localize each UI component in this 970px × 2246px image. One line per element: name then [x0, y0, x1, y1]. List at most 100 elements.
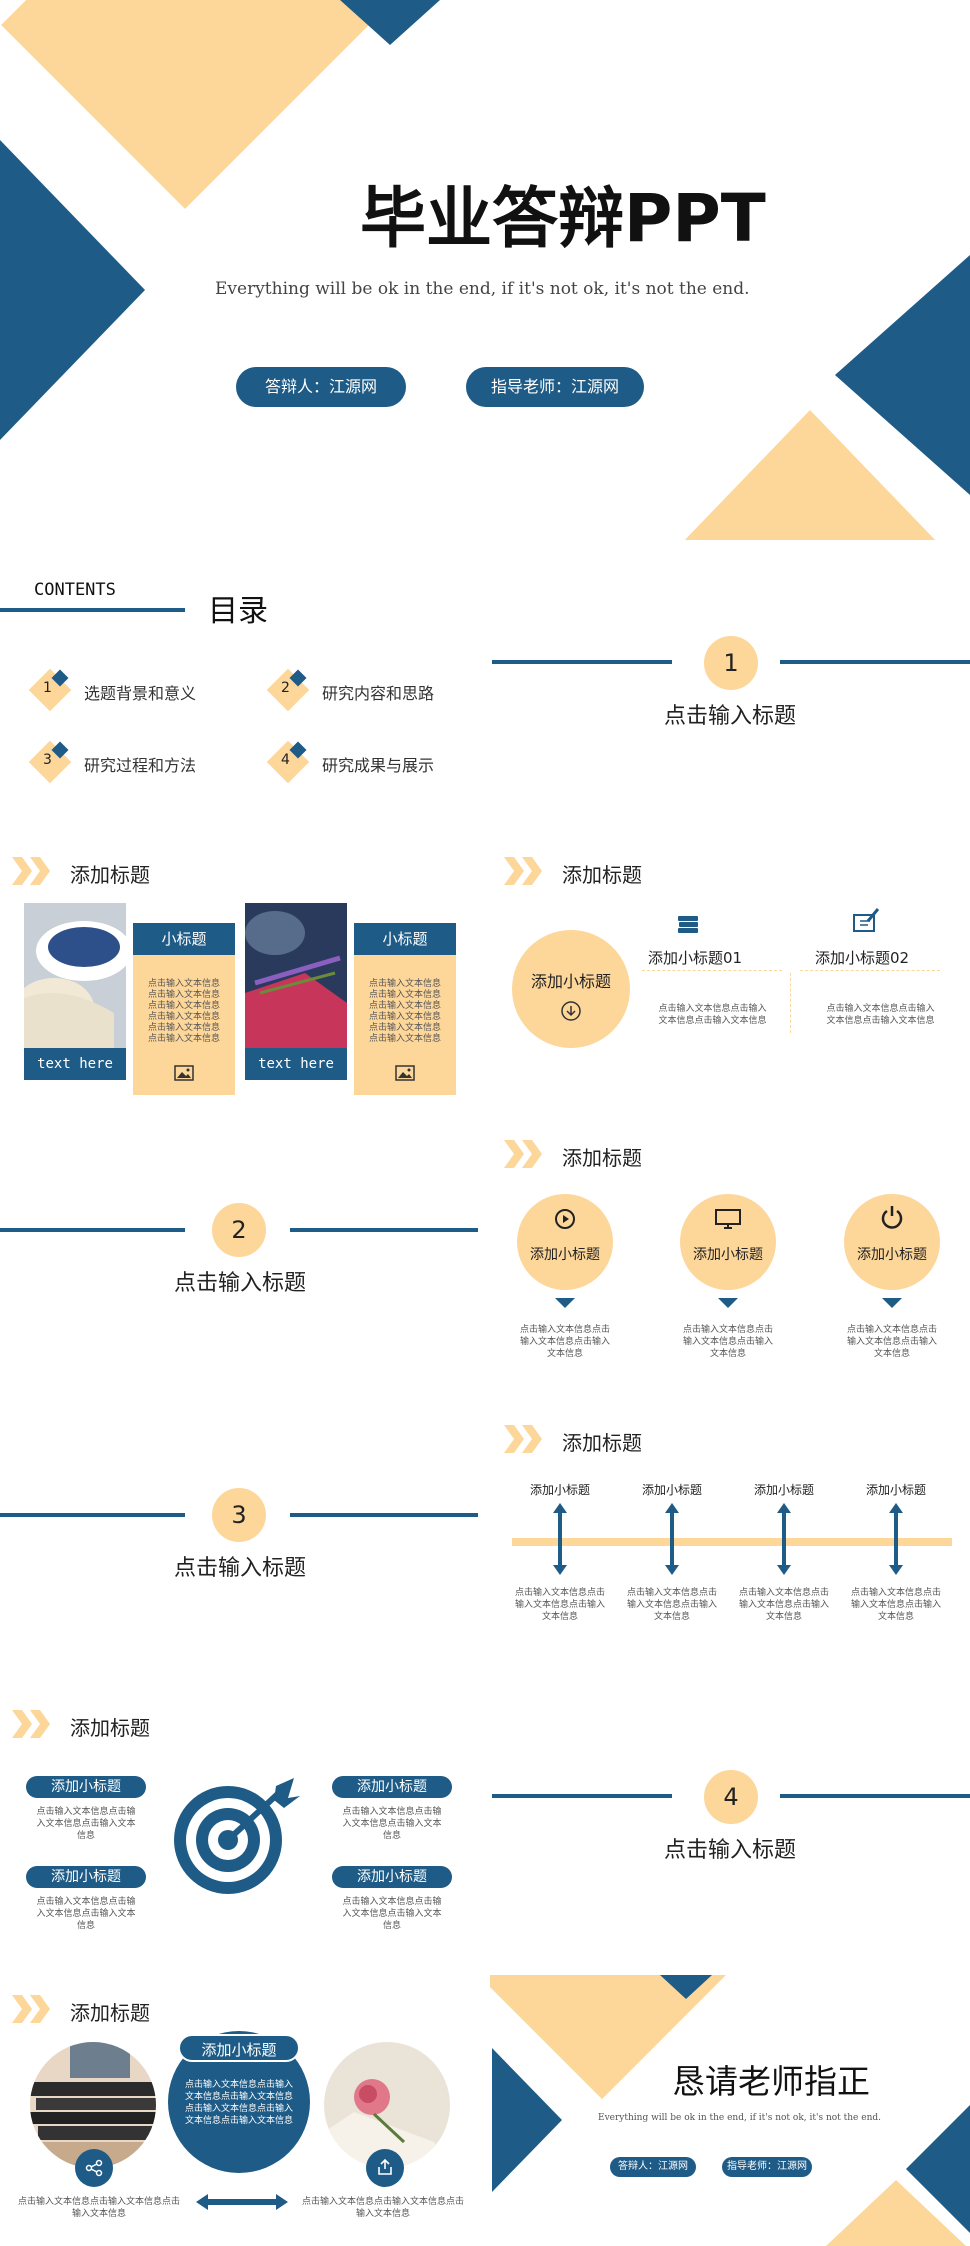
- double-arrow-horizontal-icon: [196, 2194, 288, 2210]
- photo-teacup: [24, 903, 126, 1053]
- cover-subtitle: Everything will be ok in the end, if it'…: [215, 279, 750, 299]
- section-3-slide: 3 点击输入标题: [0, 1415, 485, 1685]
- timeline-bar: [512, 1538, 952, 1546]
- dotted-divider-1: [642, 970, 782, 971]
- center-body: 点击输入文本信息点击输入文本信息点击输入文本信息点击输入文本信息点击输入文本信息…: [184, 2080, 293, 2126]
- card1-head: 小标题: [133, 923, 235, 955]
- cover-slide: 毕业答辩PPT Everything will be ok in the end…: [0, 0, 970, 540]
- monitor-icon: [715, 1209, 741, 1229]
- target-item-2[interactable]: 添加小标题 点击输入文本信息点击输 入文本信息点击输入文本 信息: [332, 1776, 452, 1846]
- card1-label: text here: [24, 1048, 126, 1080]
- sub-title-2: 添加小标题02: [815, 949, 910, 967]
- photo-lavender: [245, 903, 347, 1053]
- target-icon: [174, 1778, 300, 1894]
- circle-block[interactable]: 添加小标题: [512, 930, 630, 1048]
- three-circles-slide: 添加标题 添加小标题 点击输入文本信息点击 输入文本信息点击输入 文本信息 添加…: [490, 1130, 970, 1400]
- left-body: 点击输入文本信息点击输入文本信息点击 输入文本信息: [17, 2197, 180, 2219]
- card2-label: text here: [245, 1048, 347, 1080]
- card2-body: 点击输入文本信息 点击输入文本信息 点击输入文本信息 点击输入文本信息 点击输入…: [368, 979, 441, 1044]
- chevrons-icon: [12, 1995, 50, 2023]
- respondent-pill: 答辩人：江源网: [236, 367, 406, 407]
- cover-title: 毕业答辩PPT: [360, 180, 766, 257]
- dotted-vertical: [790, 973, 791, 1033]
- cover-peach-right-triangle: [680, 410, 940, 540]
- feature-item-3[interactable]: 添加小标题 点击输入文本信息点击 输入文本信息点击输入 文本信息: [844, 1194, 940, 1374]
- thanks-subtitle: Everything will be ok in the end, if it'…: [598, 2113, 881, 2123]
- timeline-item-3[interactable]: 添加小标题 点击输入文本信息点击 输入文本信息点击输入 文本信息: [738, 1483, 829, 1622]
- card1-body: 点击输入文本信息 点击输入文本信息 点击输入文本信息 点击输入文本信息 点击输入…: [147, 979, 220, 1044]
- toc-item-2[interactable]: 2 研究内容和思路: [266, 668, 468, 712]
- double-arrow-icon: [665, 1503, 679, 1575]
- body-1: 点击输入文本信息点击输入 文本信息点击输入文本信息: [658, 1004, 767, 1026]
- target-item-4[interactable]: 添加小标题 点击输入文本信息点击输 入文本信息点击输入文本 信息: [332, 1866, 452, 1936]
- section-number: 2: [212, 1203, 266, 1257]
- section-number: 3: [212, 1488, 266, 1542]
- card2-head: 小标题: [354, 923, 456, 955]
- images-slide: 添加标题 添加小标题 点击输入文本信息点击输入文本信息点击输入文本信息点击输入文…: [0, 1985, 485, 2246]
- section-4-slide: 4 点击输入标题: [490, 1700, 970, 1970]
- cards-slide: 添加标题 text here 小标题 点击输入文本信息 点击输入文本信息 点击输…: [0, 845, 485, 1115]
- contents-cn: 目录: [208, 594, 268, 629]
- play-icon: [555, 1209, 575, 1229]
- chevrons-icon: [504, 1140, 542, 1168]
- section-title: 点击输入标题: [663, 704, 796, 729]
- thanks-navy-left-triangle: [492, 2048, 562, 2192]
- upload-button[interactable]: [366, 2149, 404, 2187]
- slide-title: 添加标题: [70, 863, 150, 887]
- contents-en: CONTENTS: [34, 580, 116, 600]
- thanks-peach-right-triangle: [826, 2180, 966, 2246]
- slide-title: 添加标题: [70, 1716, 150, 1740]
- image-icon: [174, 1065, 194, 1081]
- double-arrow-icon: [553, 1503, 567, 1575]
- timeline-slide: 添加标题 添加小标题 点击输入文本信息点击 输入文本信息点击输入 文本信息 添加…: [490, 1415, 970, 1685]
- share-button[interactable]: [75, 2149, 113, 2187]
- contents-slide: CONTENTS 目录 1 选题背景和意义 2 研究内容和思路 3 研究过程和方…: [0, 560, 485, 830]
- toc-item-3[interactable]: 3 研究过程和方法: [28, 740, 230, 784]
- two-col-slide: 添加标题 添加小标题 添加小标题01 添加小标题02 点击输入文本信息点击输入 …: [490, 845, 970, 1115]
- toc-label: 选题背景和意义: [84, 684, 197, 703]
- thanks-advisor-pill: 指导老师：江源网: [722, 2157, 812, 2177]
- export-icon: [378, 2158, 392, 2175]
- image-icon: [395, 1065, 415, 1081]
- photo-rose: [324, 2042, 450, 2168]
- thanks-respondent-pill: 答辩人：江源网: [610, 2157, 696, 2177]
- contents-underline: [0, 608, 185, 612]
- chevrons-icon: [12, 1710, 50, 1738]
- slide-title: 添加标题: [562, 1146, 642, 1170]
- toc-item-4[interactable]: 4 研究成果与展示: [266, 740, 468, 784]
- section-title: 点击输入标题: [173, 1271, 306, 1296]
- center-label: 添加小标题: [178, 2034, 300, 2062]
- section-title: 点击输入标题: [663, 1838, 796, 1863]
- share-icon: [85, 2159, 103, 2177]
- cover-navy-left-triangle: [0, 140, 145, 440]
- timeline-item-2[interactable]: 添加小标题 点击输入文本信息点击 输入文本信息点击输入 文本信息: [626, 1483, 717, 1622]
- target-slide: 添加标题 添加小标题 点击输入文本信息点击输 入文本信息点击输入文本 信息 添加…: [0, 1700, 485, 1970]
- right-body: 点击输入文本信息点击输入文本信息点击 输入文本信息: [301, 2197, 464, 2219]
- body-2: 点击输入文本信息点击输入 文本信息点击输入文本信息: [826, 1004, 935, 1026]
- toc-label: 研究成果与展示: [322, 756, 435, 775]
- section-number: 1: [704, 636, 758, 690]
- section-title: 点击输入标题: [173, 1556, 306, 1581]
- thanks-title: 恳请老师指正: [672, 2062, 870, 2101]
- notebook-pen-icon: [853, 908, 880, 932]
- feature-item-2[interactable]: 添加小标题 点击输入文本信息点击 输入文本信息点击输入 文本信息: [680, 1194, 776, 1374]
- arrow-down-circle-icon: [561, 1001, 581, 1021]
- section-number: 4: [704, 1770, 758, 1824]
- timeline-item-1[interactable]: 添加小标题 点击输入文本信息点击 输入文本信息点击输入 文本信息: [514, 1483, 605, 1622]
- chevrons-icon: [504, 857, 542, 885]
- chevrons-icon: [504, 1425, 542, 1453]
- chevrons-icon: [12, 857, 50, 885]
- target-item-3[interactable]: 添加小标题 点击输入文本信息点击输 入文本信息点击输入文本 信息: [26, 1866, 146, 1936]
- feature-item-1[interactable]: 添加小标题 点击输入文本信息点击 输入文本信息点击输入 文本信息: [517, 1194, 613, 1374]
- timeline-item-4[interactable]: 添加小标题 点击输入文本信息点击 输入文本信息点击输入 文本信息: [850, 1483, 941, 1622]
- toc-label: 研究过程和方法: [84, 756, 197, 775]
- dotted-divider-2: [800, 970, 940, 971]
- section-2-slide: 2 点击输入标题: [0, 1130, 485, 1400]
- card1-panel: 小标题 点击输入文本信息 点击输入文本信息 点击输入文本信息 点击输入文本信息 …: [133, 923, 235, 1095]
- double-arrow-icon: [889, 1503, 903, 1575]
- toc-item-1[interactable]: 1 选题背景和意义: [28, 668, 230, 712]
- target-item-1[interactable]: 添加小标题 点击输入文本信息点击输 入文本信息点击输入文本 信息: [26, 1776, 146, 1846]
- power-icon: [881, 1206, 903, 1229]
- toc-label: 研究内容和思路: [322, 684, 435, 703]
- slide-title: 添加标题: [562, 1431, 642, 1455]
